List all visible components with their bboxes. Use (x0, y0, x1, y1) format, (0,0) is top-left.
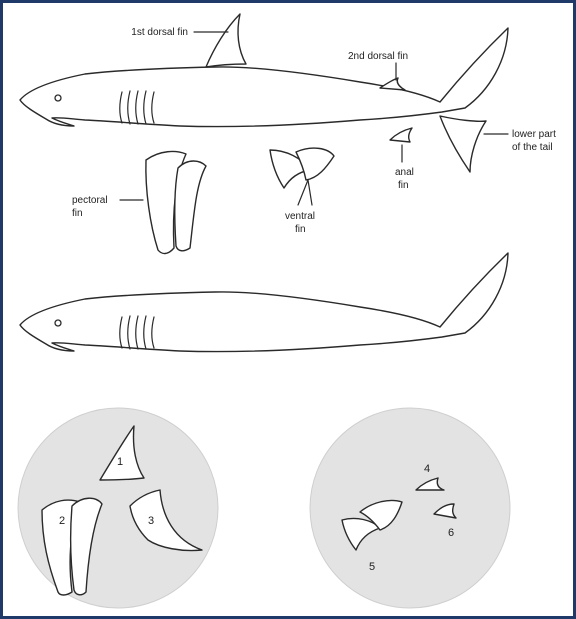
label-pectoral-line2: fin (72, 208, 83, 219)
fin-circle-right: 4 5 6 (310, 408, 510, 608)
label-lower-tail-line1: lower part (512, 129, 556, 140)
fin-circle-left: 1 2 3 (18, 408, 218, 608)
fin-number-1: 1 (117, 456, 123, 468)
fin-number-3: 3 (148, 515, 154, 527)
fin-number-4: 4 (424, 463, 430, 475)
shark-with-fins: 1st dorsal fin 2nd dorsal fin lower part… (20, 14, 556, 254)
label-pectoral-line1: pectoral (72, 195, 108, 206)
lower-tail-lobe (440, 116, 486, 172)
eye (55, 95, 61, 101)
fin-number-6: 6 (448, 527, 454, 539)
shark-body-top (20, 28, 508, 127)
label-lower-tail-line2: of the tail (512, 142, 553, 153)
label-2nd-dorsal-fin: 2nd dorsal fin (348, 51, 408, 62)
label-ventral-line1: ventral (285, 211, 315, 222)
ventral-fin-b (296, 148, 334, 180)
anal-fin (390, 128, 412, 142)
label-1st-dorsal-fin: 1st dorsal fin (131, 27, 188, 38)
shark-body-bottom (20, 253, 508, 352)
fin-number-2: 2 (59, 515, 65, 527)
second-dorsal-fin (380, 78, 405, 90)
label-ventral-line2: fin (295, 224, 306, 235)
shark-without-fins (20, 253, 508, 352)
pectoral-fin-b (175, 161, 206, 251)
label-anal-line2: fin (398, 180, 409, 191)
first-dorsal-fin (206, 14, 246, 67)
fin-number-5: 5 (369, 561, 375, 573)
label-anal-line1: anal (395, 167, 414, 178)
eye-bottom (55, 320, 61, 326)
